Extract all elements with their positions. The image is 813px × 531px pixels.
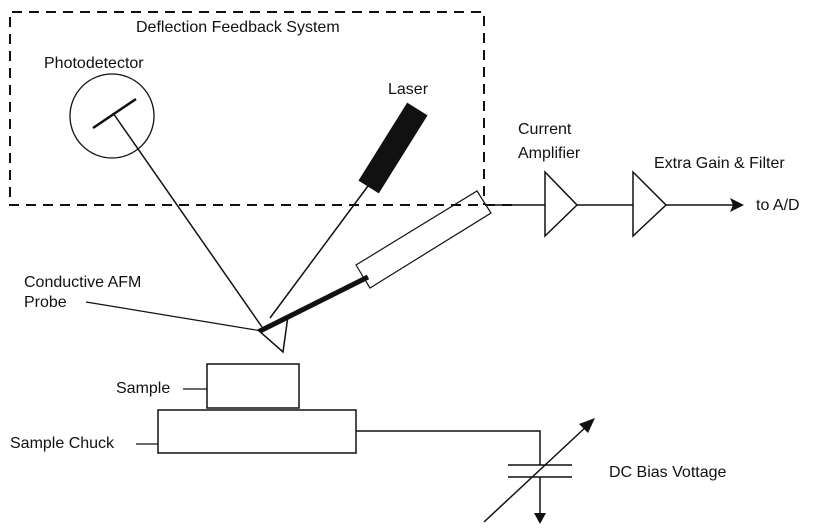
laser-label: Laser [388, 81, 429, 98]
bias-wire [356, 430, 541, 465]
deflection-system-box [9, 11, 512, 206]
sample-chuck-block [157, 409, 357, 454]
sample-chuck-label: Sample Chuck [10, 435, 115, 452]
dc-bias-label: DC Bias Vottage [609, 464, 727, 481]
deflection-system-label: Deflection Feedback System [136, 19, 340, 36]
extra-gain-filter-label: Extra Gain & Filter [654, 155, 785, 172]
current-amplifier-icon [544, 170, 579, 238]
ground-arrow-icon [534, 513, 546, 524]
probe-label-line1: Conductive AFM [24, 274, 142, 291]
photodetector-icon [69, 73, 155, 159]
probe-leader [85, 301, 263, 332]
cantilever [258, 274, 370, 334]
probe-tip [256, 314, 289, 354]
reflected-beam [112, 112, 263, 328]
gain-filter-icon [632, 170, 668, 238]
incident-beam [269, 185, 369, 319]
laser-icon [358, 102, 428, 194]
photodetector-label: Photodetector [44, 55, 144, 72]
current-amplifier-label-line2: Amplifier [518, 145, 581, 162]
variable-bias-line [483, 424, 589, 523]
variable-bias-arrow-icon [579, 418, 595, 433]
sample-label: Sample [116, 380, 171, 397]
sample-block [206, 363, 300, 409]
current-amplifier-label-line1: Current [518, 121, 572, 138]
to-ad-label: to A/D [756, 197, 800, 214]
output-arrow-icon [730, 198, 744, 212]
probe-label-line2: Probe [24, 294, 67, 311]
